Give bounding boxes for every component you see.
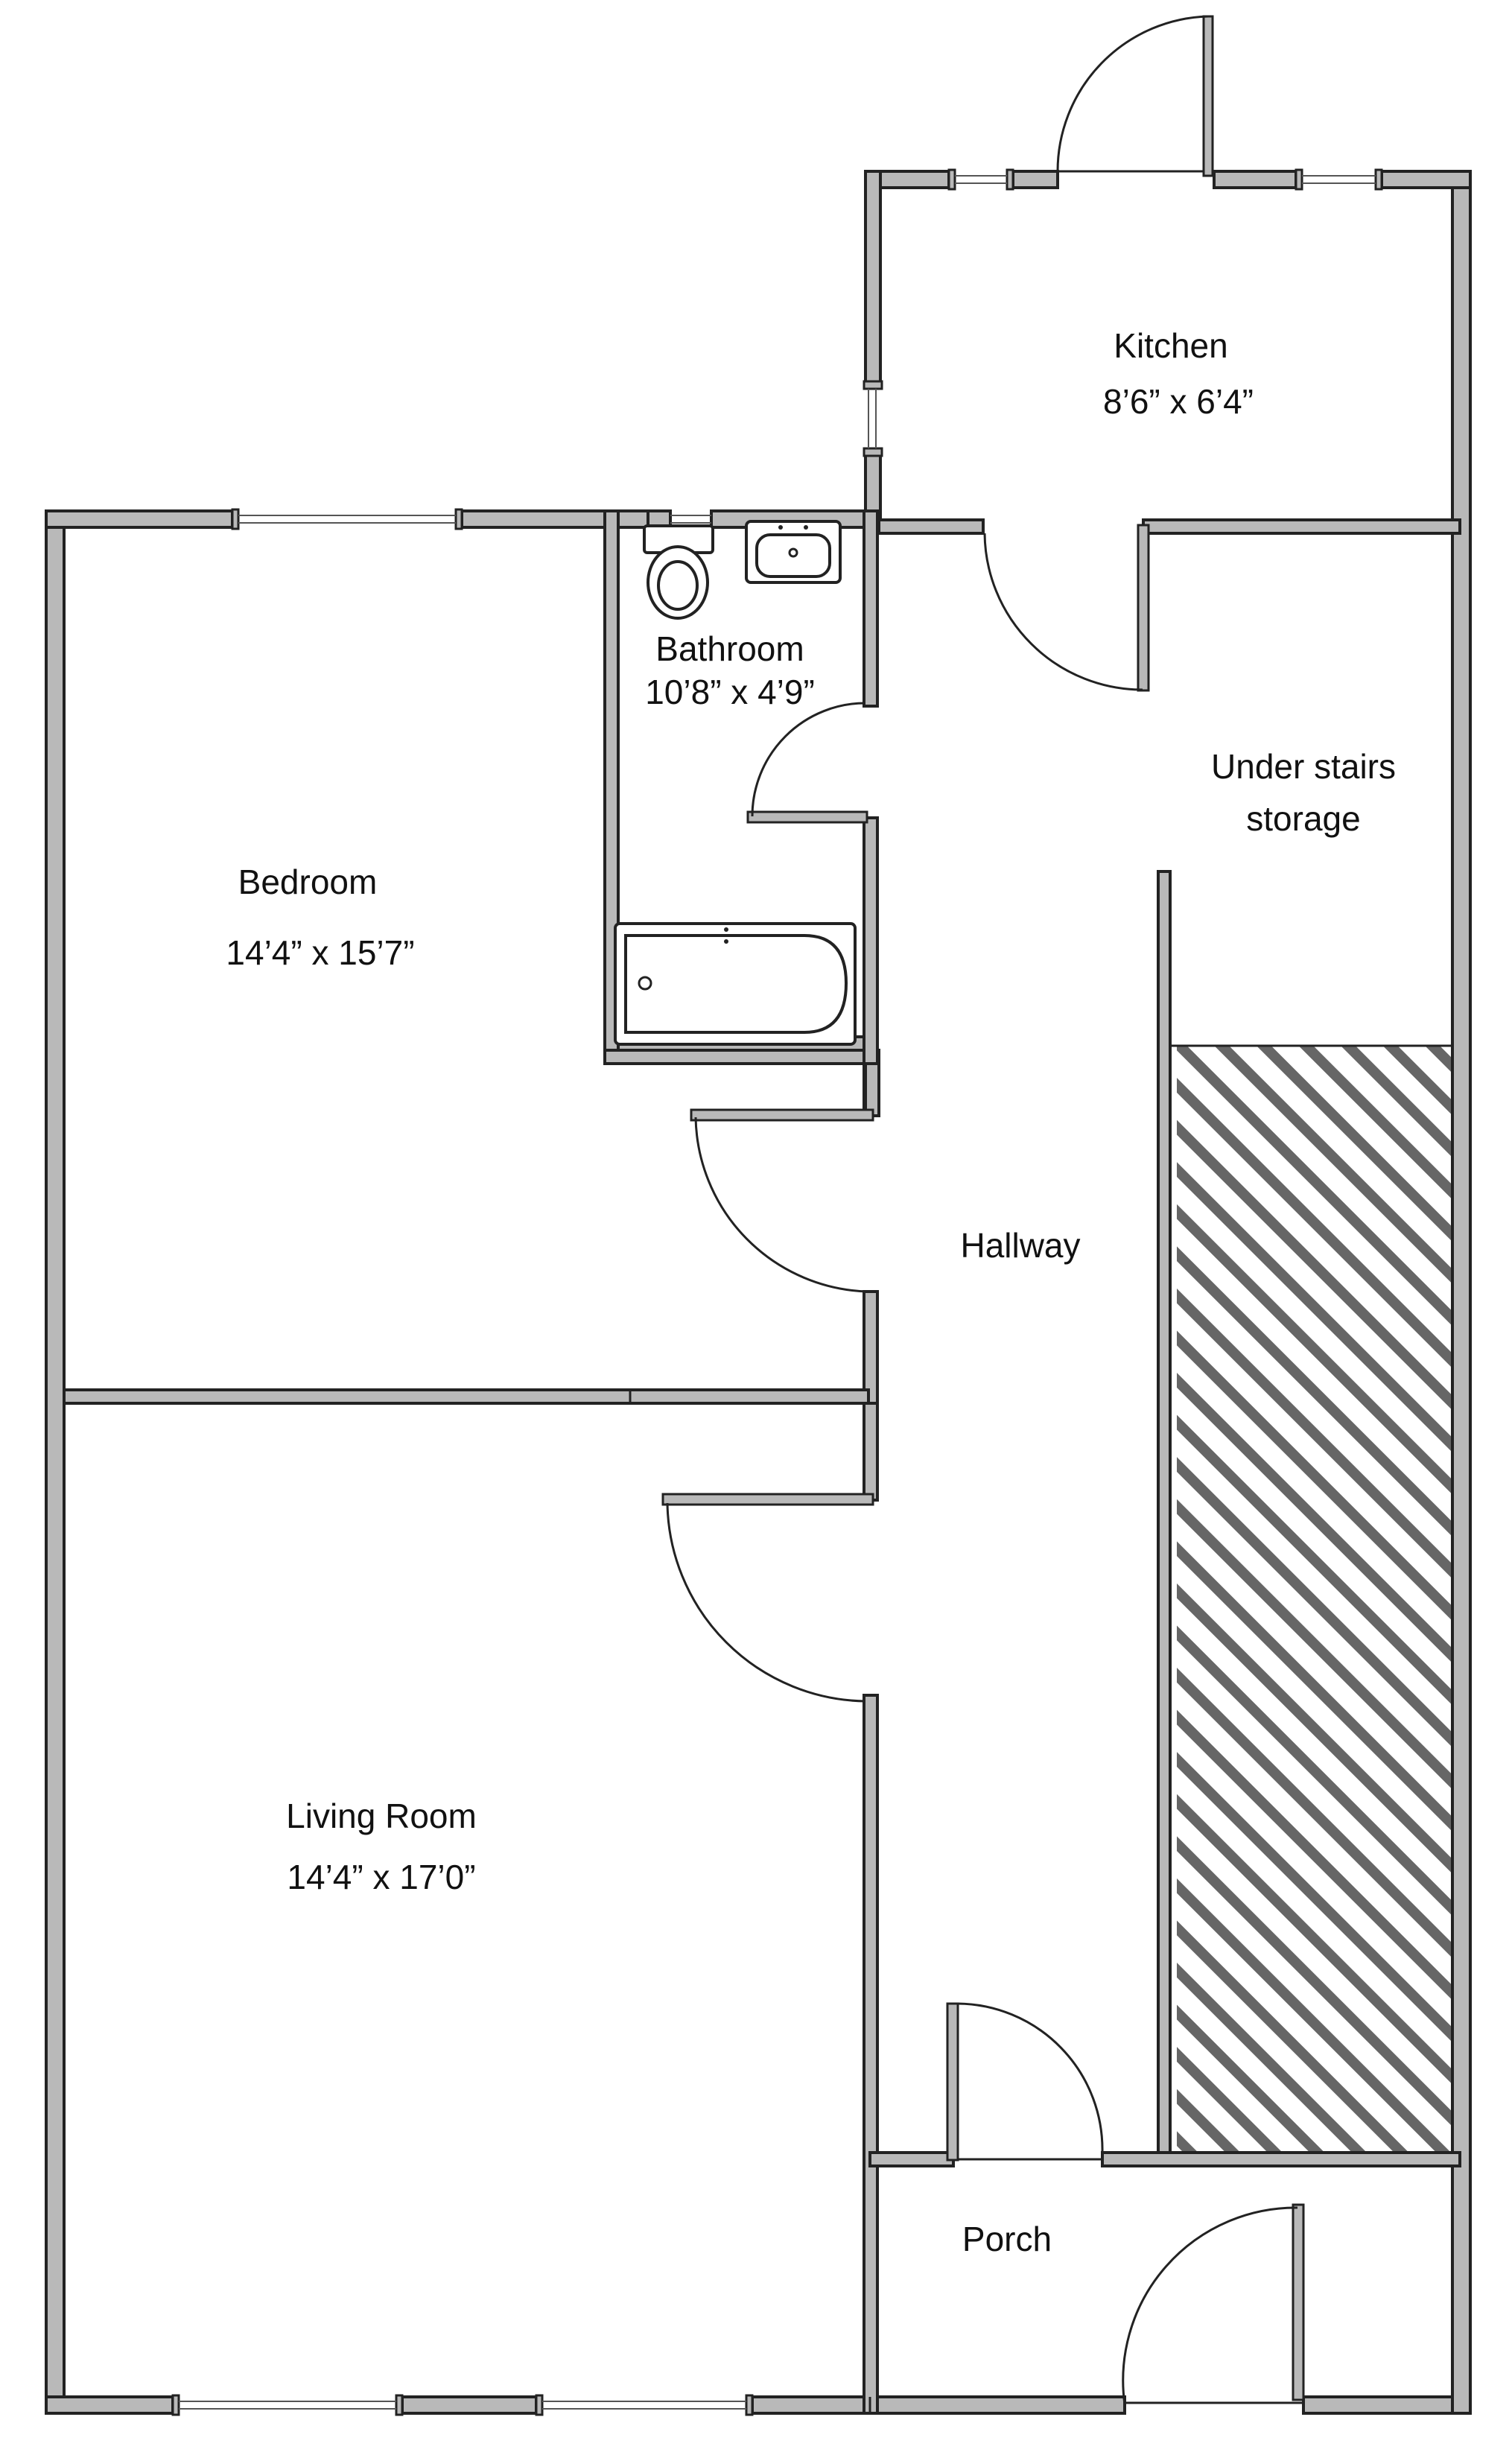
bathroom-label: Bathroom <box>655 629 804 668</box>
wall-kitchen-top-c <box>1213 170 1297 189</box>
wall-porch-bottom-right <box>1302 2395 1470 2415</box>
wall-bedroom-living-divider <box>63 1388 870 1405</box>
wall-bedroom-right-bottom <box>863 1290 879 1405</box>
bedroom-label: Bedroom <box>238 863 378 901</box>
wall-kitchen-bottom-left <box>877 518 985 535</box>
wall-bathroom-right-top <box>863 509 879 708</box>
wall-living-right-top <box>863 1402 879 1502</box>
bedroom-size: 14’4” x 15’7” <box>226 933 414 972</box>
wall-bottom-mid <box>401 2395 538 2415</box>
wall-bedroom-top-left <box>45 509 234 529</box>
wall-kitchen-bottom-right <box>1142 518 1461 535</box>
wall-porch-top-right <box>1101 2151 1461 2167</box>
wall-kitchen-top-b <box>1011 170 1059 189</box>
kitchen-size: 8’6” x 6’4” <box>1103 382 1254 421</box>
wall-living-right-bottom <box>863 1694 879 2415</box>
under-stairs-hatch <box>1177 1046 1458 2164</box>
wall-bedroom-right-top <box>864 1062 880 1117</box>
under-stairs-label-line2: storage <box>1246 799 1360 838</box>
toilet-icon <box>643 524 714 620</box>
wall-stairs-left <box>1157 870 1172 2162</box>
wall-bathroom-bottom <box>603 1049 880 1065</box>
living-room-size: 14’4” x 17’0” <box>287 1858 475 1896</box>
hallway-label: Hallway <box>960 1226 1080 1265</box>
wall-kitchen-left-top <box>864 170 882 389</box>
wall-bottom-left <box>45 2395 174 2415</box>
under-stairs-label-line1: Under stairs <box>1211 747 1396 786</box>
kitchen-label: Kitchen <box>1114 326 1227 365</box>
living-room-label: Living Room <box>286 1797 477 1835</box>
wall-porch-top-left <box>868 2151 955 2167</box>
sink-icon <box>745 520 842 584</box>
bath-icon <box>614 922 857 1046</box>
wall-kitchen-top-right <box>1380 170 1472 189</box>
wall-bedroom-top-mid <box>460 509 649 529</box>
porch-label: Porch <box>962 2220 1052 2258</box>
bathroom-size: 10’8” x 4’9” <box>645 673 815 711</box>
wall-bottom-right <box>751 2395 1126 2415</box>
wall-right <box>1451 170 1472 2415</box>
wall-left <box>45 509 66 2413</box>
